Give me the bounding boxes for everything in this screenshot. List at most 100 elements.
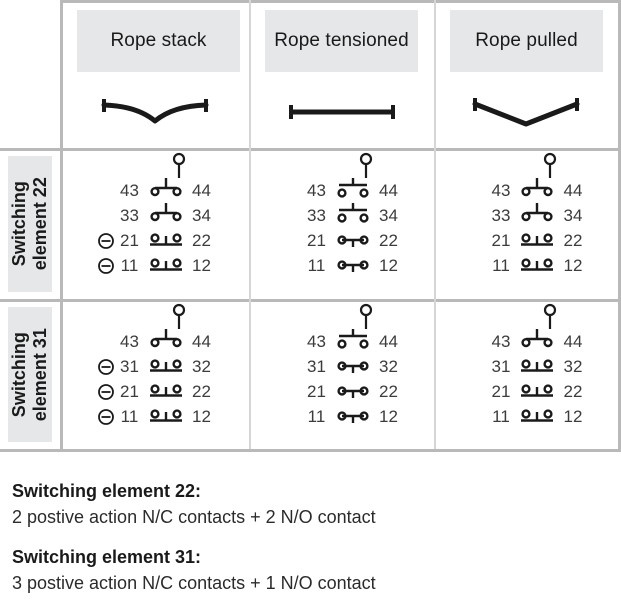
contact-symbol <box>514 379 560 404</box>
terminal-label-left: 43 <box>120 331 139 351</box>
contact-symbol <box>514 228 560 253</box>
terminal-label-right: 32 <box>379 356 398 376</box>
nc-contact-icon <box>521 359 553 372</box>
contact-symbol <box>514 253 560 278</box>
terminal-label-right: 22 <box>379 230 398 250</box>
rope-state-cell-stack <box>60 88 249 138</box>
no-contact-icon <box>336 178 369 198</box>
contact-row: 21 22 <box>95 228 215 253</box>
rope-slack-icon <box>101 99 208 124</box>
row-label-line-1: Switching <box>9 332 30 417</box>
terminal-label-right: 12 <box>192 255 211 275</box>
contact-symbol <box>143 253 189 278</box>
no-contact-icon <box>521 203 553 222</box>
nc-contact-icon <box>149 233 182 246</box>
actuator-slot <box>527 303 573 329</box>
terminal-label-right: 12 <box>379 255 398 275</box>
nc-contact-icon <box>336 361 369 373</box>
nc-contact-icon <box>521 233 553 246</box>
actuator-row <box>295 303 389 329</box>
table-rule-row-split <box>0 299 621 302</box>
nc-contact-icon <box>149 384 182 397</box>
terminal-label-left: 31 <box>491 356 511 376</box>
terminal-label-left: 31 <box>120 356 139 376</box>
contact-symbol <box>330 404 376 429</box>
terminal-label-left: 43 <box>491 180 511 200</box>
terminal-label-right: 44 <box>192 180 211 200</box>
contact-symbol <box>330 203 376 228</box>
contact-symbol <box>514 329 560 354</box>
terminal-label-right: 12 <box>379 406 398 426</box>
nc-contact-icon <box>336 386 369 398</box>
terminal-label-right: 22 <box>192 230 211 250</box>
positive-action-icon <box>97 383 114 400</box>
rope-pulled-icon <box>472 98 580 127</box>
terminal-label-right: 44 <box>563 180 583 200</box>
terminal-label-right: 22 <box>563 230 583 250</box>
actuator-slot <box>343 152 389 178</box>
no-contact-icon <box>521 178 553 197</box>
caption-body: 3 postive action N/C contacts + 1 N/O co… <box>12 573 376 594</box>
terminal-label-right: 22 <box>192 381 211 401</box>
column-header-rope-tensioned: Rope tensioned <box>265 10 418 72</box>
row-label-switching-element-22: Switching element 22 <box>8 156 52 292</box>
contact-row: 21 22 <box>95 379 215 404</box>
caption-title: Switching element 31: <box>12 547 202 568</box>
caption-title: Switching element 22: <box>12 481 202 501</box>
terminal-label-right: 34 <box>379 205 398 225</box>
terminal-label-right: 32 <box>563 356 583 376</box>
actuator-icon <box>359 152 372 178</box>
table-rule-left <box>60 0 63 449</box>
contact-symbol <box>143 379 189 404</box>
terminal-label-left: 21 <box>307 381 326 401</box>
contact-symbol <box>330 354 376 379</box>
terminal-label-left: 43 <box>307 331 326 351</box>
terminal-label-left: 11 <box>307 255 326 275</box>
contact-row: 31 32 <box>282 354 402 379</box>
actuator-row <box>108 303 202 329</box>
actuator-row <box>479 152 573 178</box>
contact-row: 11 12 <box>282 253 402 278</box>
terminal-label-left: 21 <box>120 230 139 250</box>
actuator-row <box>295 152 389 178</box>
column-header-rope-pulled: Rope pulled <box>450 10 603 72</box>
terminal-label-right: 32 <box>192 356 211 376</box>
actuator-slot <box>156 152 202 178</box>
terminal-label-left: 31 <box>307 356 326 376</box>
contact-symbol <box>143 354 189 379</box>
terminal-label-left: 11 <box>492 406 510 426</box>
row-label-text: Switching element 22 <box>9 177 50 270</box>
contact-symbol <box>143 329 189 354</box>
terminal-label-left: 21 <box>120 381 139 401</box>
column-header-label: Rope tensioned <box>274 30 409 51</box>
terminal-label-left: 33 <box>491 205 511 225</box>
no-contact-icon <box>336 329 369 349</box>
caption-body: 2 postive action N/C contacts + 2 N/O co… <box>12 507 376 528</box>
actuator-slot <box>156 303 202 329</box>
nc-contact-icon <box>336 260 369 272</box>
table-rule-col-1 <box>249 0 251 449</box>
contact-symbol <box>143 203 189 228</box>
nc-contact-icon <box>149 258 182 271</box>
terminal-label-left: 43 <box>120 180 139 200</box>
contact-row: 31 32 <box>95 354 215 379</box>
terminal-label-left: 21 <box>307 230 326 250</box>
